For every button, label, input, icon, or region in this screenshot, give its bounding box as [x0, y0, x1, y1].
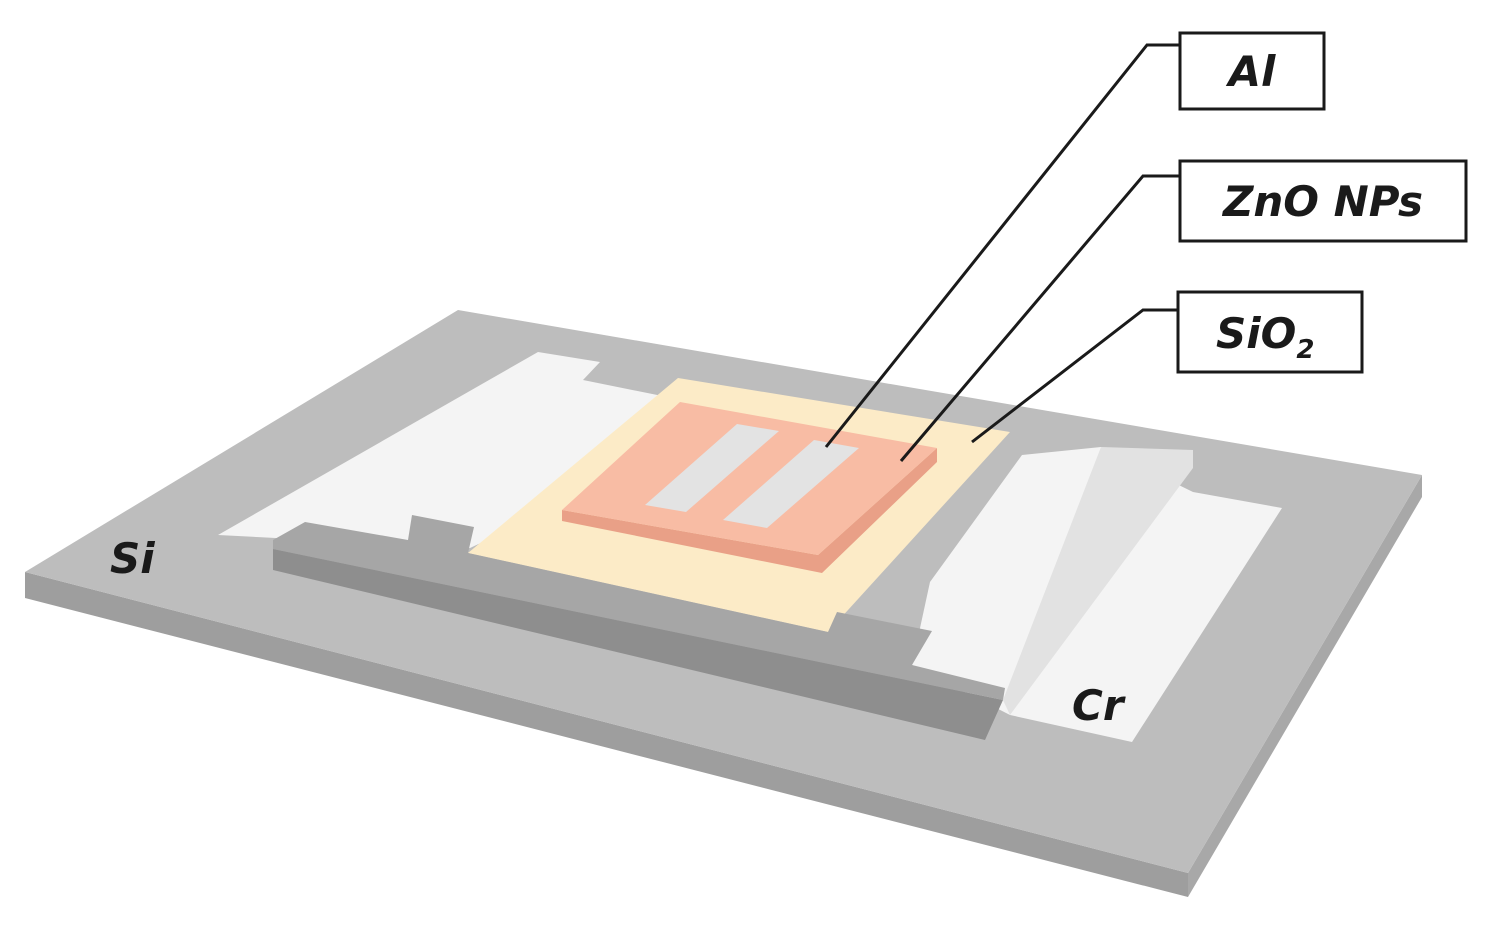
- sio2-callout-subscript: 2: [1296, 335, 1314, 365]
- al-electrode-right: [723, 440, 859, 528]
- al-callout: Al: [1178, 31, 1326, 111]
- sio2-callout-label: SiO2: [1216, 309, 1314, 365]
- sio2-callout-box: [1176, 290, 1364, 374]
- zno-callout-label: ZnO NPs: [1221, 177, 1423, 226]
- al-electrodes: [645, 424, 859, 528]
- zno-film: [562, 402, 937, 573]
- sio2-leader-line: [971, 308, 1178, 444]
- front-ledge-side: [273, 549, 1003, 740]
- zno-callout-box: [1178, 159, 1468, 243]
- zno-film-top: [562, 402, 937, 555]
- zno-callout: ZnO NPs: [1178, 159, 1468, 243]
- zno-film-side: [562, 448, 937, 573]
- al-callout-box: [1178, 31, 1326, 111]
- sio2-callout-base: SiO: [1216, 309, 1296, 358]
- cr-layer-label: Cr: [1072, 681, 1126, 730]
- front-ledge: [273, 515, 1005, 740]
- si-substrate-right-face: [1188, 475, 1422, 897]
- cr-right-pad-shadow: [1003, 447, 1193, 715]
- sio2-callout: SiO2: [1176, 290, 1364, 374]
- si-substrate-front-face: [25, 572, 1188, 897]
- al-leader-line: [824, 43, 1180, 448]
- al-electrode-left: [645, 424, 779, 512]
- al-callout-label: Al: [1226, 47, 1277, 96]
- si-layer-label: Si: [110, 534, 155, 583]
- front-ledge-top: [273, 515, 1005, 700]
- leader-lines: [824, 43, 1180, 462]
- zno-leader-line: [899, 174, 1180, 462]
